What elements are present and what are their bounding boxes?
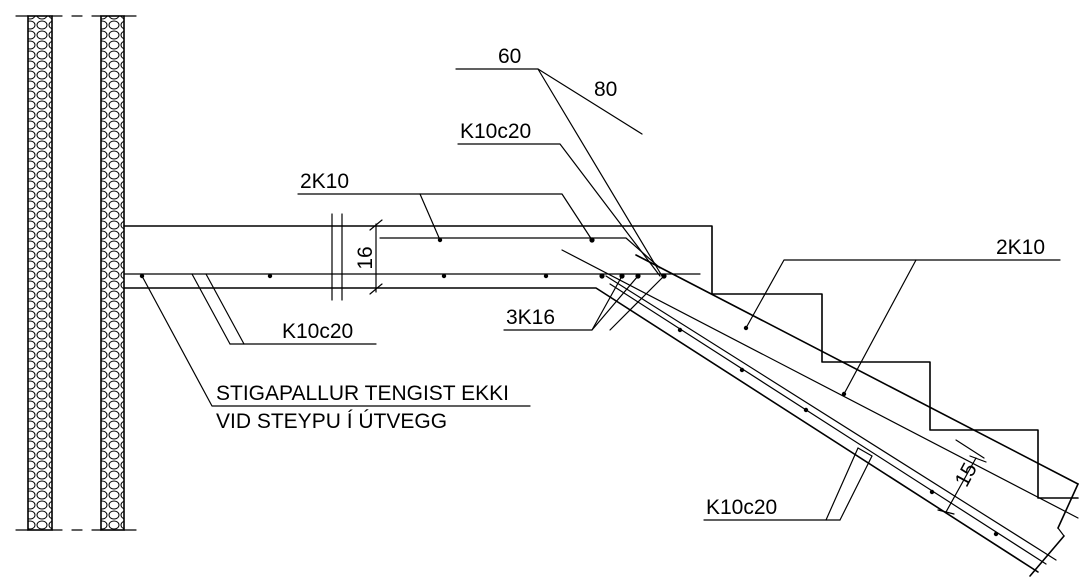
slope-label-60: 60 [498,45,521,68]
wall-strip-right [100,15,125,531]
bar-label-2k10-left: 2K10 [300,170,349,193]
dimension-16-label: 16 [354,246,377,269]
landing-bottom-and-flight-soffit [123,287,1039,573]
top-bar-bend [591,237,661,269]
stirrups [191,273,873,521]
landing-top-and-steps [123,225,1079,499]
slope-label-80: 80 [594,78,617,101]
masonry-wall [15,15,137,531]
reinforcement-bars [123,237,1079,565]
flight-bar-lower [605,275,1057,561]
flight-bar-upper [561,249,1079,519]
note-line-2: VID STEYPU Í ÚTVEGG [216,410,447,433]
end-break-line-lower [1029,535,1065,577]
note-line-1: STIGAPALLUR TENGIST EKKI [216,382,509,405]
stirrup-label-landing: K10c20 [282,320,353,343]
stirrup-label-top: K10c20 [460,120,531,143]
dimension-landing-thickness [369,219,383,295]
dimension-15-label: 15 [951,459,982,490]
leader-lines [141,68,1061,521]
end-break-line [1057,483,1079,529]
dimension-flight-thickness [937,439,987,515]
flight-bar-lower-2 [609,283,1047,565]
stirrup-label-bottom: K10c20 [706,496,777,519]
landing-break-marks [331,213,343,301]
bar-label-2k10-right: 2K10 [996,236,1045,259]
bar-label-3k16: 3K16 [506,306,555,329]
wall-strip-left [27,15,53,531]
